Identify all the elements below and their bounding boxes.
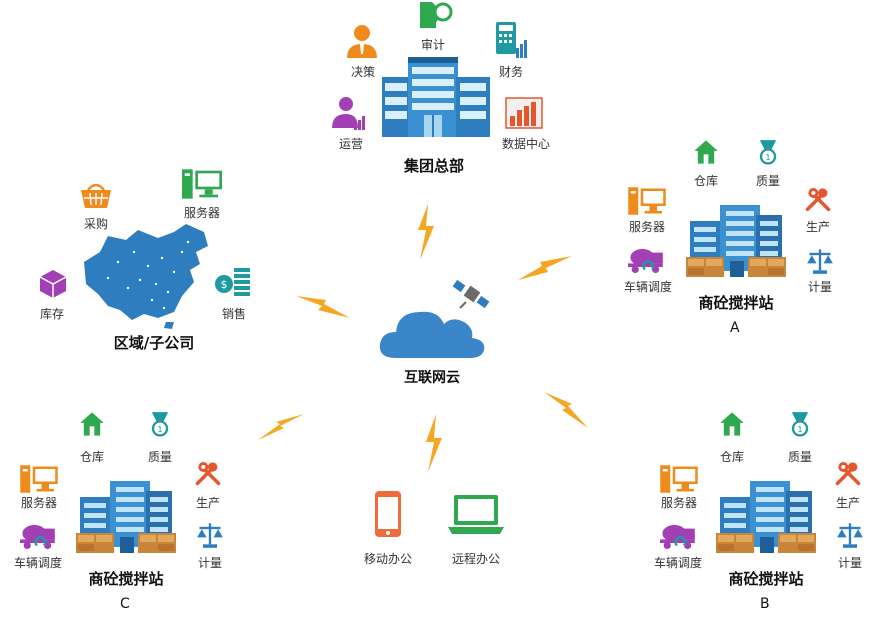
- mobile-office-label: 移动办公: [363, 552, 412, 566]
- station-building-icon: [716, 472, 816, 558]
- hq-decision-label: 决策: [350, 65, 375, 79]
- station-b: 仓库 质量 服务器 生产 车辆调度 计量 商砼搅拌站 B: [650, 410, 870, 620]
- lightning-icon: [542, 390, 590, 430]
- station-b-letter: B: [760, 596, 770, 612]
- station-b-title: 商砼搅拌站: [728, 570, 804, 588]
- station-a-quality-label: 质量: [755, 174, 780, 188]
- cloud-icon: [378, 306, 488, 360]
- tools-icon: [804, 186, 832, 214]
- station-c: 仓库 质量 服务器 生产 车辆调度 计量 商砼搅拌站 C: [10, 410, 230, 620]
- server-icon: [20, 464, 58, 494]
- sales-icon: $: [214, 266, 252, 296]
- station-a-title: 商砼搅拌站: [698, 294, 774, 312]
- warehouse-icon: [78, 410, 106, 438]
- station-b-warehouse-label: 仓库: [719, 450, 744, 464]
- truck-icon: [628, 246, 664, 276]
- lightning-icon: [424, 414, 444, 472]
- hq-finance-label: 财务: [498, 65, 523, 79]
- station-c-dispatch-label: 车辆调度: [13, 556, 62, 570]
- station-a: 仓库 质量 服务器 生产 车辆调度 计量 商砼搅拌站 A: [620, 138, 840, 338]
- regional-server-label: 服务器: [183, 206, 220, 220]
- hq-building: [382, 56, 492, 138]
- station-c-server-label: 服务器: [20, 496, 57, 510]
- scale-icon: [196, 520, 224, 550]
- server-icon: [628, 186, 666, 216]
- truck-icon: [660, 522, 696, 552]
- decision-icon: [345, 24, 379, 58]
- hq-data-center-label: 数据中心: [501, 137, 550, 151]
- quality-icon: [754, 138, 782, 168]
- station-b-server-label: 服务器: [660, 496, 697, 510]
- scale-icon: [836, 520, 864, 550]
- regional-purchase-label: 采购: [83, 217, 108, 231]
- regional-title: 区域/子公司: [113, 334, 195, 352]
- station-c-quality-label: 质量: [147, 450, 172, 464]
- hq-operation-label: 运营: [338, 137, 363, 151]
- station-b-metering-label: 计量: [837, 556, 862, 570]
- remote-office-label: 远程办公: [451, 552, 500, 566]
- svg-text:$: $: [221, 278, 228, 291]
- scale-icon: [806, 246, 834, 276]
- station-c-warehouse-label: 仓库: [79, 450, 104, 464]
- mobile-phone-icon: [374, 490, 402, 538]
- station-a-warehouse-label: 仓库: [693, 174, 718, 188]
- station-building-icon: [686, 196, 786, 282]
- station-a-metering-label: 计量: [807, 280, 832, 294]
- quality-icon: [786, 410, 814, 440]
- station-b-production-label: 生产: [835, 496, 860, 510]
- lightning-icon: [414, 204, 436, 260]
- finance-icon: [496, 22, 528, 58]
- quality-icon: [146, 410, 174, 440]
- server-icon: [660, 464, 698, 494]
- regional-server-icon: [182, 168, 222, 200]
- inventory-icon: [38, 268, 68, 298]
- lightning-icon: [516, 254, 574, 282]
- purchase-icon: [80, 180, 112, 210]
- lightning-icon: [256, 412, 306, 442]
- station-a-server-label: 服务器: [628, 220, 665, 234]
- station-c-title: 商砼搅拌站: [88, 570, 164, 588]
- satellite-icon: [452, 278, 492, 312]
- lightning-icon: [296, 292, 352, 320]
- station-c-production-label: 生产: [195, 496, 220, 510]
- tools-icon: [194, 460, 222, 488]
- regional-inventory-label: 库存: [39, 307, 64, 321]
- station-b-quality-label: 质量: [787, 450, 812, 464]
- tools-icon: [834, 460, 862, 488]
- regional-sales-label: 销售: [221, 307, 246, 321]
- data-center-icon: [505, 97, 543, 129]
- station-c-metering-label: 计量: [197, 556, 222, 570]
- cloud-label: 互联网云: [404, 370, 460, 386]
- station-building-icon: [76, 472, 176, 558]
- station-a-letter: A: [730, 320, 740, 336]
- hq-title: 集团总部: [403, 157, 464, 175]
- warehouse-icon: [692, 138, 720, 166]
- station-a-production-label: 生产: [805, 220, 830, 234]
- station-c-letter: C: [120, 596, 130, 612]
- truck-icon: [20, 522, 56, 552]
- warehouse-icon: [718, 410, 746, 438]
- china-map-icon: [78, 222, 218, 330]
- operation-icon: [332, 96, 368, 130]
- hq-audit-label: 审计: [420, 38, 445, 52]
- audit-icon: [418, 0, 454, 30]
- laptop-icon: [448, 494, 504, 536]
- station-a-dispatch-label: 车辆调度: [623, 280, 672, 294]
- station-b-dispatch-label: 车辆调度: [653, 556, 702, 570]
